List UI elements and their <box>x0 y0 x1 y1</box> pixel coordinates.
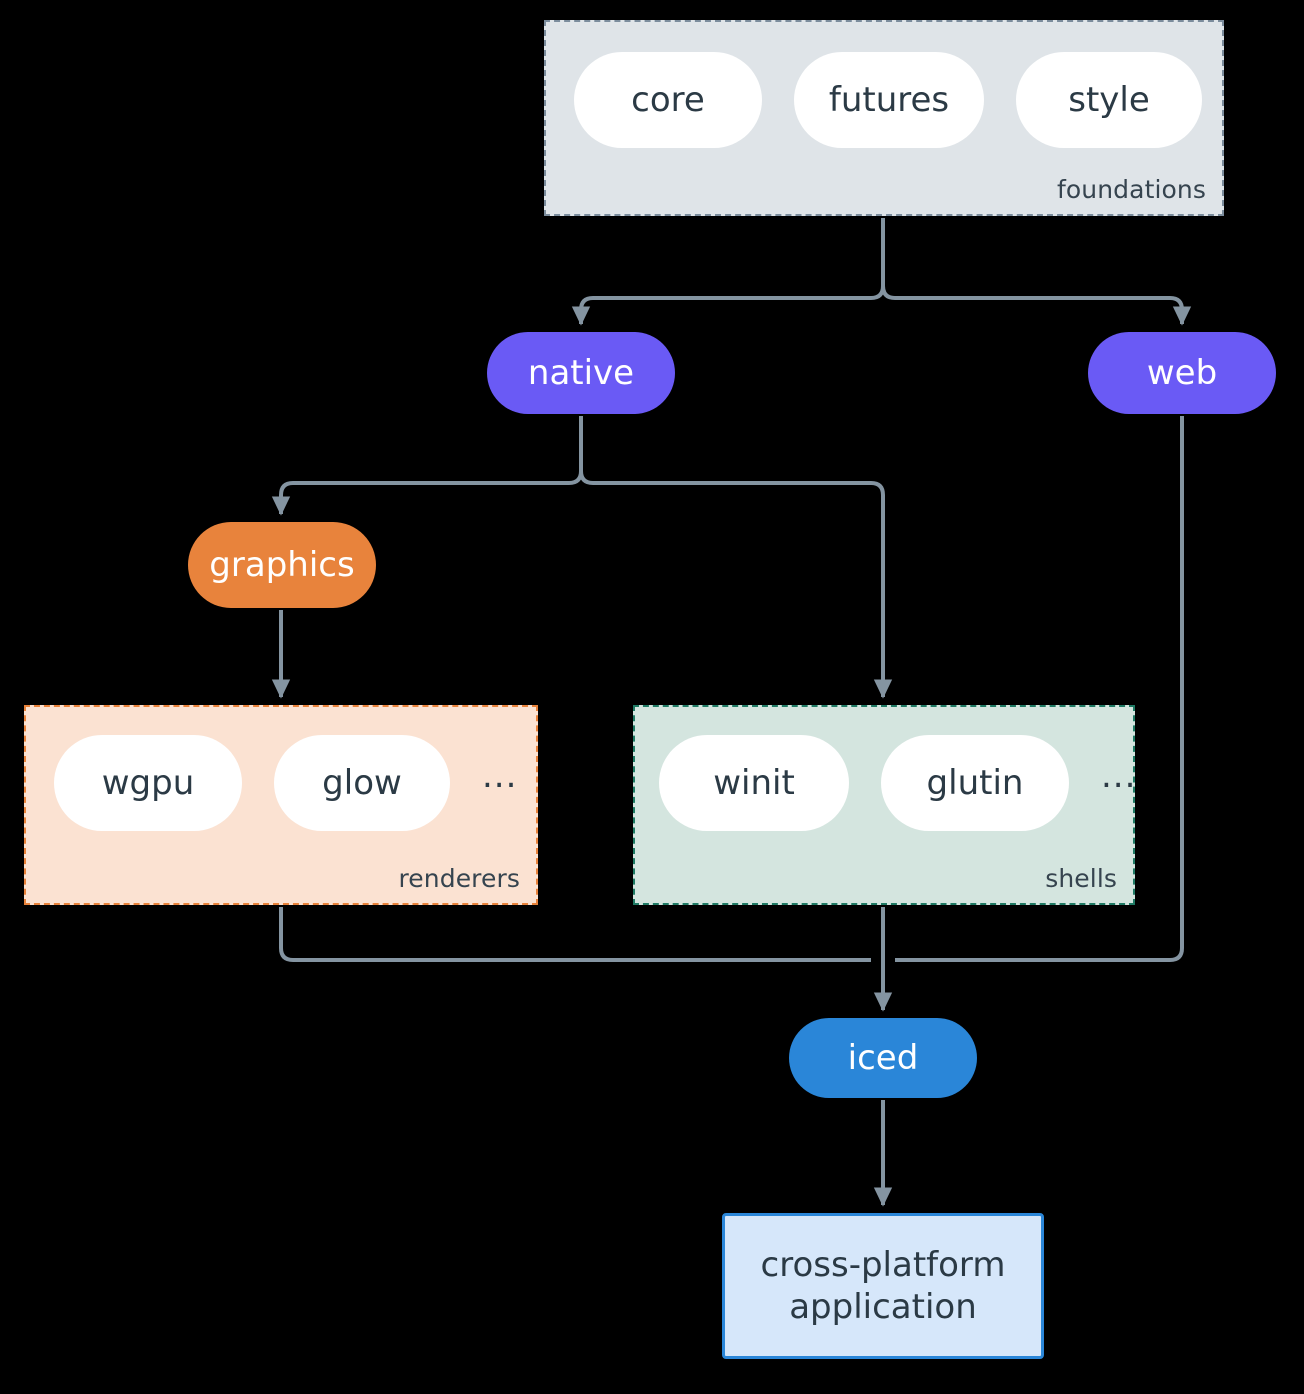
node-cross-platform-application[interactable]: cross-platform application <box>722 1213 1044 1359</box>
edge-native-to-graphics <box>271 470 583 516</box>
node-native[interactable]: native <box>487 332 675 414</box>
renderers-ellipsis: ... <box>482 755 518 796</box>
group-label-shells: shells <box>1045 864 1117 893</box>
group-shells: winit glutin ... shells <box>633 705 1135 905</box>
group-renderers: wgpu glow ... renderers <box>24 705 538 905</box>
application-label-line1: cross-platform <box>760 1244 1006 1285</box>
pill-glow[interactable]: glow <box>274 735 450 831</box>
group-foundations: core futures style foundations <box>544 20 1224 216</box>
pill-wgpu[interactable]: wgpu <box>54 735 242 831</box>
application-label-line2: application <box>789 1287 977 1327</box>
pill-glutin[interactable]: glutin <box>881 735 1069 831</box>
shells-ellipsis: ... <box>1101 755 1137 796</box>
renderers-items: wgpu glow ... <box>54 735 517 831</box>
edge-foundations-to-native <box>571 285 885 326</box>
shells-items: winit glutin ... <box>659 735 1136 831</box>
node-web[interactable]: web <box>1088 332 1276 414</box>
node-graphics[interactable]: graphics <box>188 522 376 608</box>
pill-style[interactable]: style <box>1016 52 1202 148</box>
pill-core[interactable]: core <box>574 52 762 148</box>
group-label-foundations: foundations <box>1057 175 1206 204</box>
foundations-items: core futures style <box>574 52 1202 148</box>
pill-winit[interactable]: winit <box>659 735 849 831</box>
pill-futures[interactable]: futures <box>794 52 984 148</box>
edge-foundations-to-web <box>881 285 1192 326</box>
group-label-renderers: renderers <box>398 864 520 893</box>
edge-renderers-to-iced <box>279 907 871 962</box>
node-iced[interactable]: iced <box>789 1018 977 1098</box>
edge-native-to-shells <box>579 470 893 699</box>
